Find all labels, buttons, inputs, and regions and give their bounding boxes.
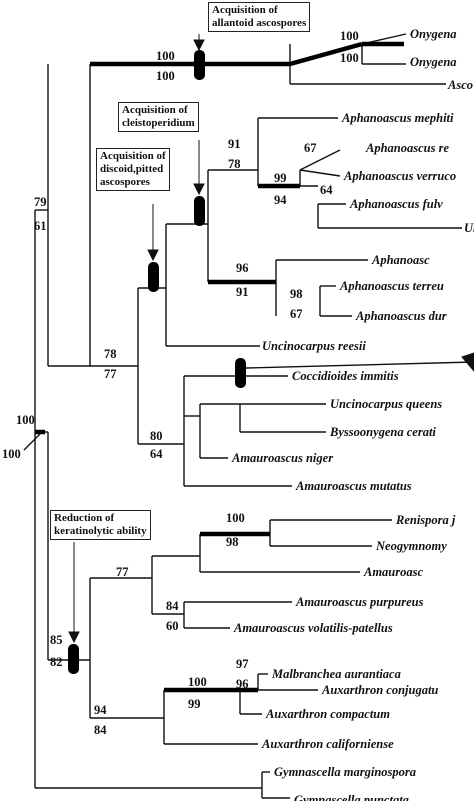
taxon-label: Aphanoascus fulv [349, 197, 443, 211]
event-markers [68, 50, 246, 674]
support-value: 78 [104, 347, 117, 361]
callout-arrows [68, 34, 474, 644]
taxon-label: Aphanoascus dur [355, 309, 447, 323]
taxon-label: Aphanoascus terreu [339, 279, 444, 293]
event-marker-discoid [148, 262, 159, 292]
event-marker-cocci [235, 358, 246, 388]
support-value: 100 [188, 675, 207, 689]
highly-supported-branches [35, 41, 404, 693]
support-value: 91 [236, 285, 249, 299]
support-value: 82 [50, 655, 63, 669]
support-value: 91 [228, 137, 241, 151]
taxon-label: Onygena [410, 27, 457, 41]
event-marker-allantoid [194, 50, 205, 80]
event-marker-keratinolytic [68, 644, 79, 674]
support-value: 100 [16, 413, 35, 427]
event-marker-cleistoperidium [194, 196, 205, 226]
support-value: 78 [228, 157, 241, 171]
support-value: 84 [166, 599, 179, 613]
support-value: 60 [166, 619, 179, 633]
support-value: 94 [94, 703, 107, 717]
support-value: 67 [290, 307, 303, 321]
support-value: 64 [150, 447, 163, 461]
support-value: 96 [236, 261, 249, 275]
support-value: 97 [236, 657, 249, 671]
support-value: 64 [320, 183, 333, 197]
support-value: 61 [34, 219, 47, 233]
taxon-label: Aphanoasc [371, 253, 430, 267]
taxon-label: Byssoonygena cerati [329, 425, 436, 439]
taxon-label: Gymnascella marginospora [274, 765, 416, 779]
taxon-label: Amauroascus niger [231, 451, 333, 465]
taxon-label: Amauroasc [363, 565, 423, 579]
taxon-label: Amauroascus purpureus [295, 595, 424, 609]
support-value: 100 [226, 511, 245, 525]
taxon-label: Amauroascus volatilis-patellus [233, 621, 393, 635]
support-value: 100 [156, 69, 175, 83]
callout-cleistoperidium: Acquisition of cleistoperidium [118, 102, 199, 132]
taxon-label: Coccidioides immitis [292, 369, 399, 383]
taxon-label: Aphanoascus mephiti [341, 111, 454, 125]
support-value: 77 [116, 565, 129, 579]
support-value: 98 [290, 287, 303, 301]
taxon-label: Unc [464, 221, 474, 235]
support-value: 67 [304, 141, 317, 155]
taxon-label: Gymnascella punctata [294, 793, 409, 801]
support-value: 80 [150, 429, 163, 443]
support-value: 94 [274, 193, 287, 207]
taxon-label: Auxarthron conjugatu [321, 683, 438, 697]
callout-allantoid-ascospores: Acquisition of allantoid ascospores [208, 2, 311, 32]
support-value: 100 [340, 51, 359, 65]
support-value: 100 [156, 49, 175, 63]
callout-discoid-ascospores: Acquisition of discoid,pitted ascospores [96, 148, 170, 191]
taxon-label: Onygena [410, 55, 457, 69]
taxon-label: Auxarthron compactum [265, 707, 390, 721]
support-value: 77 [104, 367, 117, 381]
taxon-label: Neogymnomy [375, 539, 447, 553]
support-value: 99 [274, 171, 287, 185]
taxon-label: Aphanoascus re [365, 141, 449, 155]
support-values: 100 100 79 61 100 100 100 100 91 78 67 9… [2, 29, 359, 737]
support-value: 85 [50, 633, 63, 647]
taxon-label: Aphanoascus verruco [343, 169, 456, 183]
taxon-label: Uncinocarpus reesii [262, 339, 366, 353]
taxon-label: Amauroascus mutatus [295, 479, 412, 493]
support-value: 96 [236, 677, 249, 691]
support-value: 99 [188, 697, 201, 711]
callout-keratinolytic-ability: Reduction of keratinolytic ability [50, 510, 151, 540]
taxon-labels: Onygena Onygena Asco Aphanoascus mephiti… [231, 27, 474, 801]
support-value: 100 [2, 447, 21, 461]
taxon-label: Renispora j [395, 513, 456, 527]
taxon-label: Malbranchea aurantiaca [271, 667, 401, 681]
taxon-label: Auxarthron californiense [261, 737, 394, 751]
taxon-label: Asco [447, 78, 473, 92]
support-value: 79 [34, 195, 47, 209]
taxon-label: Uncinocarpus queens [330, 397, 442, 411]
support-value: 100 [340, 29, 359, 43]
support-value: 84 [94, 723, 107, 737]
support-value: 98 [226, 535, 239, 549]
tree-branches [23, 33, 474, 799]
